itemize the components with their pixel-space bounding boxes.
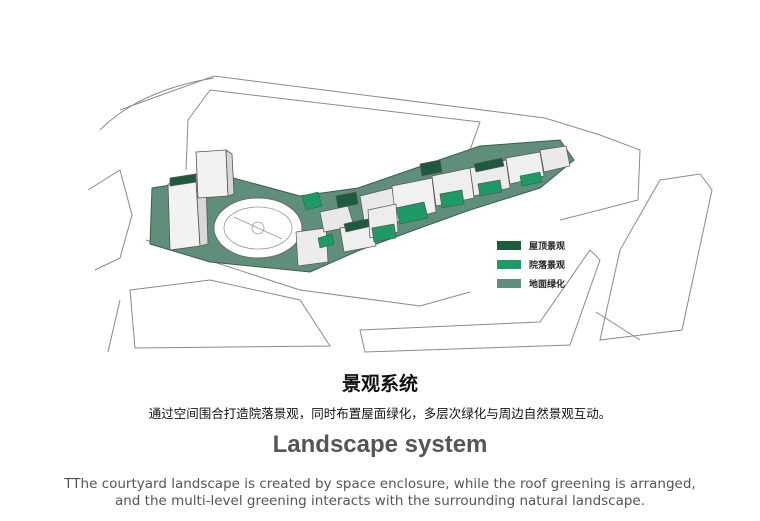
- campus-buildings: [295, 145, 571, 267]
- caption-description-cn: 通过空间围合打造院落景观，同时布置屋面绿化，多层次绿化与周边自然景观互动。: [148, 406, 612, 421]
- road-outlines: [87, 75, 713, 353]
- legend-label-roof: 屋顶景观: [529, 241, 566, 252]
- legend-item-roof: 屋顶景观: [497, 236, 565, 254]
- legend: 屋顶景观 院落景观 地面绿化: [497, 236, 565, 293]
- caption-title-en: Landscape system: [272, 431, 488, 458]
- caption-description-en-line1: TThe courtyard landscape is created by s…: [64, 476, 696, 492]
- courtyard-greening: [301, 171, 543, 249]
- caption-title-cn: 景观系统: [341, 373, 418, 395]
- caption-description-en-line2: and the multi-level greening interacts w…: [114, 493, 646, 509]
- legend-swatch-ground: [497, 278, 521, 288]
- tower-buildings: [167, 149, 235, 251]
- legend-label-courtyard: 院落景观: [529, 260, 566, 271]
- legend-label-ground: 地面绿化: [529, 279, 566, 290]
- sports-field: [213, 197, 303, 259]
- legend-item-courtyard: 院落景观: [497, 255, 565, 273]
- legend-swatch-courtyard: [497, 259, 521, 269]
- caption-description-en: TThe courtyard landscape is created by s…: [0, 476, 760, 510]
- legend-swatch-roof: [497, 240, 521, 250]
- legend-item-ground: 地面绿化: [497, 274, 565, 292]
- site-plan-diagram: [87, 75, 713, 353]
